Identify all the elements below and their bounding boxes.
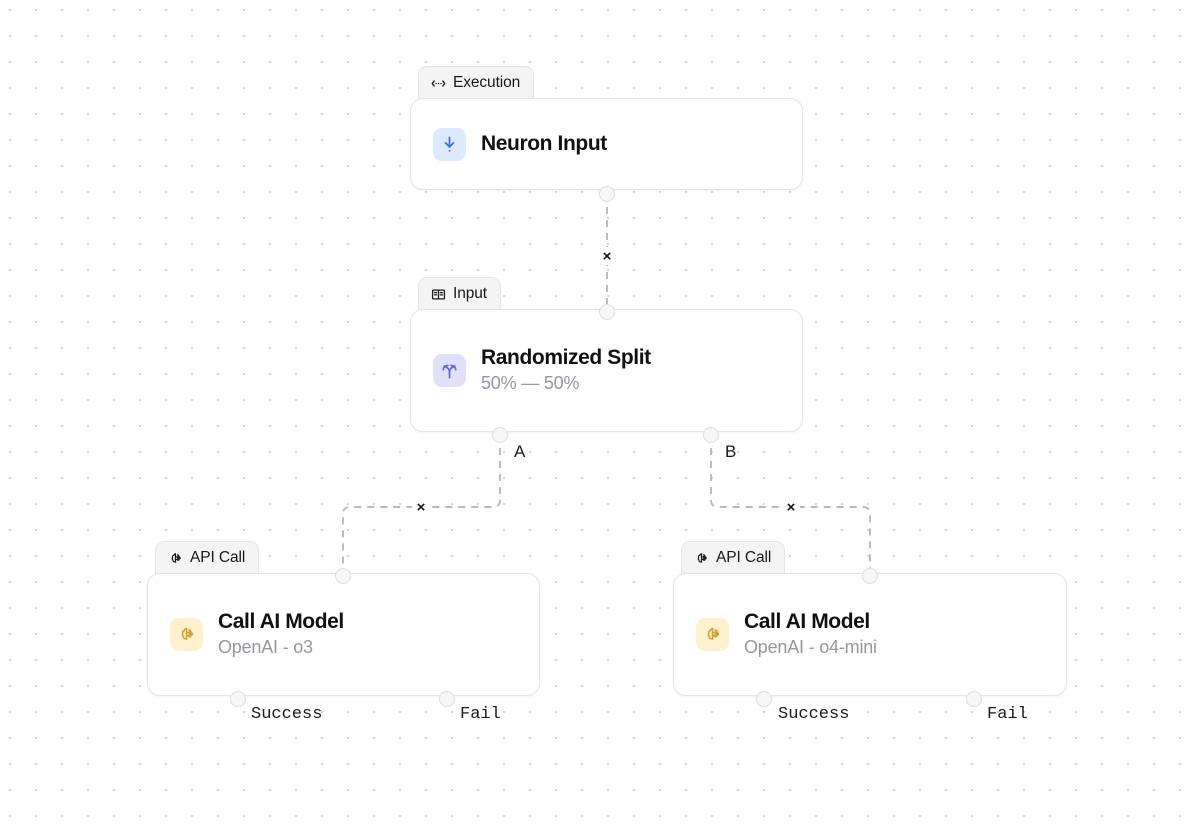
brain-circuit-icon <box>170 617 203 651</box>
node-tab-execution[interactable]: Execution <box>418 66 535 99</box>
arrow-down-to-line-icon <box>433 127 466 161</box>
node-body-neuron-input[interactable]: Neuron Input <box>410 98 803 190</box>
node-tab-label: Execution <box>453 74 521 91</box>
brain-circuit-icon <box>694 551 709 566</box>
brain-circuit-icon <box>696 617 729 651</box>
brain-circuit-icon <box>168 551 183 566</box>
node-title: Call AI Model <box>218 610 344 634</box>
node-subtitle: 50% — 50% <box>481 373 580 394</box>
port-label-success: Success <box>778 705 850 724</box>
port-label-fail: Fail <box>460 705 501 724</box>
port-label-success: Success <box>251 705 323 724</box>
node-tab-label: API Call <box>190 549 246 566</box>
node-tab-label: Input <box>453 285 487 302</box>
node-body-call-ai-model-o3[interactable]: Call AI Model OpenAI - o3 <box>147 573 540 696</box>
port-output-success-o3[interactable] <box>230 691 246 707</box>
port-label-fail: Fail <box>987 705 1028 724</box>
port-output-b[interactable] <box>703 427 719 443</box>
node-subtitle: OpenAI - o3 <box>218 637 313 658</box>
port-input-call-ai-model-o4-mini[interactable] <box>862 568 878 584</box>
edge-delete-split-b-to-o4mini[interactable]: × <box>782 498 800 516</box>
node-tab-label: API Call <box>716 549 772 566</box>
port-input-call-ai-model-o3[interactable] <box>335 568 351 584</box>
port-output-fail-o3[interactable] <box>439 691 455 707</box>
port-label-b: B <box>725 442 737 461</box>
split-arrows-icon <box>433 353 466 387</box>
node-title: Call AI Model <box>744 610 870 634</box>
port-output-success-o4-mini[interactable] <box>756 691 772 707</box>
node-title: Randomized Split <box>481 346 651 370</box>
edge-delete-split-a-to-o3[interactable]: × <box>412 498 430 516</box>
port-output-fail-o4-mini[interactable] <box>966 691 982 707</box>
node-title: Neuron Input <box>481 131 607 155</box>
node-tab-api-call[interactable]: API Call <box>681 541 786 574</box>
port-input-randomized-split[interactable] <box>599 304 615 320</box>
edge-delete-neuron-to-split[interactable]: × <box>598 247 616 265</box>
node-subtitle: OpenAI - o4-mini <box>744 637 877 658</box>
book-open-icon <box>431 287 446 302</box>
port-output-a[interactable] <box>492 427 508 443</box>
bidirectional-arrow-icon <box>431 76 446 91</box>
node-tab-api-call[interactable]: API Call <box>155 541 260 574</box>
port-label-a: A <box>514 442 526 461</box>
node-body-randomized-split[interactable]: Randomized Split 50% — 50% <box>410 309 803 432</box>
node-tab-input[interactable]: Input <box>418 277 501 310</box>
node-body-call-ai-model-o4-mini[interactable]: Call AI Model OpenAI - o4-mini <box>673 573 1067 696</box>
port-output-neuron-input[interactable] <box>599 186 615 202</box>
